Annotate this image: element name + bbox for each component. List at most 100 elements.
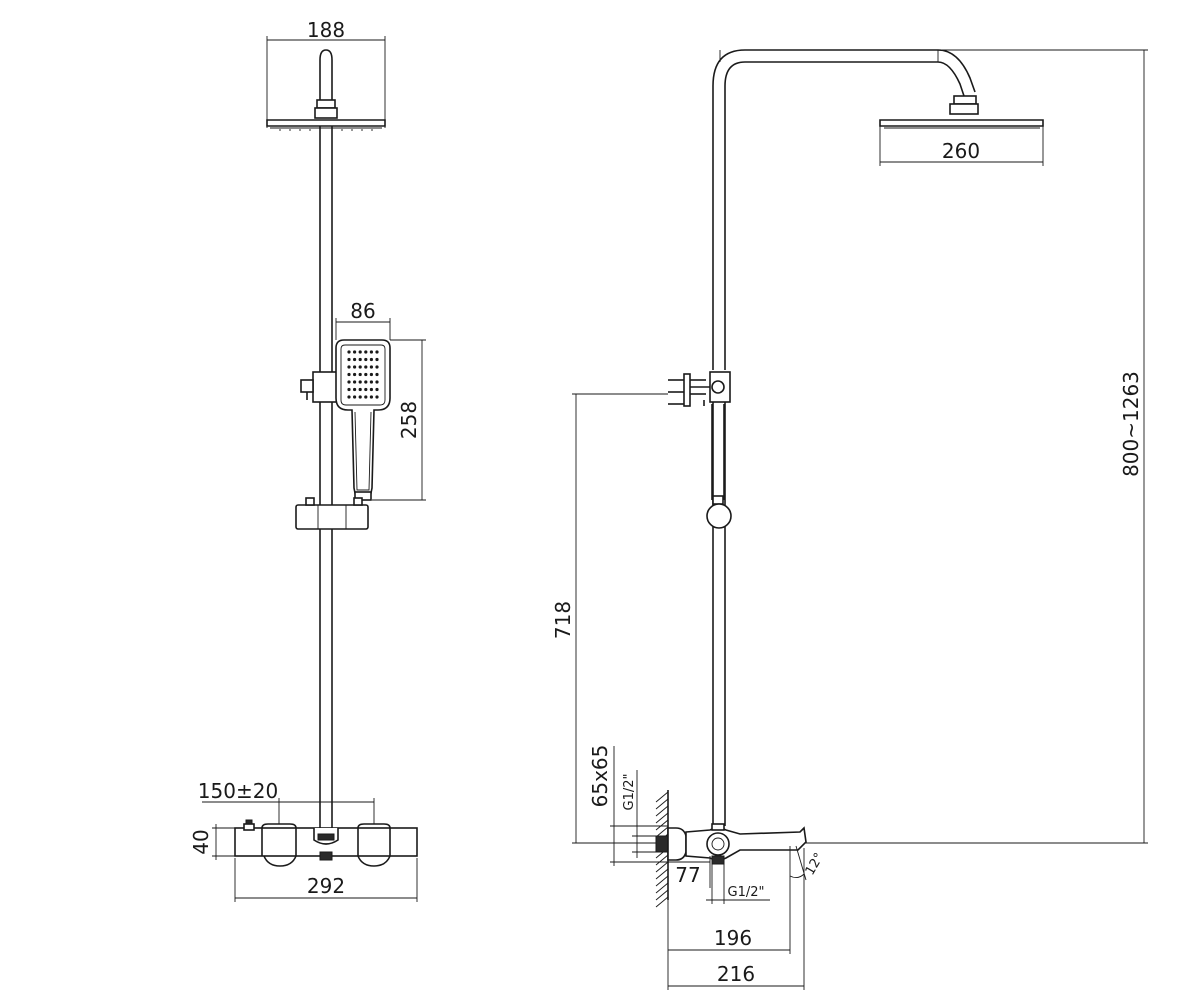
nozzle-dot bbox=[375, 395, 379, 399]
nozzle-dot bbox=[358, 372, 362, 377]
dim-thread-bottom: G1/2" bbox=[706, 864, 770, 904]
nozzle-dot bbox=[369, 365, 373, 369]
dim-flange-label: 65x65 bbox=[588, 745, 612, 808]
dim-body-width: 292 bbox=[234, 858, 418, 902]
hatch-line bbox=[655, 798, 669, 810]
nozzle-dot bbox=[358, 350, 362, 354]
dim-hand-width-label: 86 bbox=[350, 299, 375, 323]
side-overhead-arm bbox=[712, 49, 976, 370]
nozzle-dot bbox=[358, 380, 362, 384]
nozzle-dot bbox=[347, 357, 351, 362]
hatch-line bbox=[655, 889, 669, 901]
nozzle-dot bbox=[369, 357, 373, 362]
dim-spout-reach-label: 196 bbox=[714, 926, 752, 950]
dim-hand-height-label: 258 bbox=[397, 401, 421, 439]
front-hand-shower bbox=[335, 339, 391, 501]
front-shower-head bbox=[266, 49, 386, 131]
dim-inlet-spacing: 150±20 bbox=[198, 779, 375, 824]
nozzle-dot bbox=[353, 387, 357, 392]
nozzle-dot bbox=[364, 380, 368, 384]
nozzle-dot bbox=[369, 372, 373, 377]
hatch-line bbox=[655, 791, 669, 803]
dim-body-height: 40 bbox=[189, 824, 235, 860]
front-hand-holder bbox=[300, 371, 340, 403]
dim-total-height: 800~1263 bbox=[800, 49, 1148, 844]
dim-wall-offset-label: 77 bbox=[675, 863, 700, 887]
dim-head-width-label: 188 bbox=[307, 18, 345, 42]
side-shower-head: 260 bbox=[879, 95, 1044, 166]
hatch-line bbox=[655, 861, 669, 873]
nozzle-dot bbox=[364, 365, 368, 369]
hand-shower-nozzles bbox=[347, 350, 379, 399]
nozzle-dot bbox=[347, 350, 351, 354]
nozzle-dot bbox=[375, 357, 379, 362]
nozzle-dot bbox=[375, 365, 379, 369]
nozzle-dot bbox=[353, 380, 357, 384]
nozzle-dot bbox=[347, 380, 351, 384]
nozzle-dot bbox=[353, 365, 357, 369]
side-rail bbox=[712, 400, 726, 826]
nozzle-dot bbox=[353, 350, 357, 354]
hatch-line bbox=[655, 805, 669, 817]
nozzle-dot bbox=[369, 395, 373, 399]
nozzle-dot bbox=[364, 350, 368, 354]
nozzle-dot bbox=[364, 395, 368, 399]
dim-hand-height: 258 bbox=[372, 339, 426, 501]
nozzle-dot bbox=[375, 380, 379, 384]
nozzle-dot bbox=[358, 365, 362, 369]
dim-holder-height: 718 bbox=[551, 393, 668, 844]
nozzle-dot bbox=[369, 380, 373, 384]
nozzle-dot bbox=[353, 357, 357, 362]
dim-spout-reach: 196 bbox=[667, 886, 791, 990]
hatch-line bbox=[655, 882, 669, 894]
hatch-line bbox=[655, 868, 669, 880]
nozzle-dot bbox=[364, 357, 368, 362]
nozzle-dot bbox=[369, 387, 373, 392]
nozzle-dot bbox=[347, 365, 351, 369]
dim-holder-height-label: 718 bbox=[551, 601, 575, 639]
dim-spout-angle-label: 12° bbox=[803, 851, 828, 878]
dim-total-depth-label: 216 bbox=[717, 962, 755, 986]
hatch-line bbox=[655, 875, 669, 887]
nozzle-dot bbox=[375, 350, 379, 354]
dim-total-depth: 216 bbox=[668, 848, 805, 990]
nozzle-dot bbox=[358, 387, 362, 392]
dim-inlet-spacing-label: 150±20 bbox=[198, 779, 278, 803]
dim-spout-angle: 12° bbox=[789, 845, 828, 886]
nozzle-dot bbox=[375, 372, 379, 377]
nozzle-dot bbox=[369, 350, 373, 354]
hatch-line bbox=[655, 826, 669, 838]
nozzle-dot bbox=[353, 395, 357, 399]
side-holder bbox=[668, 371, 731, 407]
nozzle-dot bbox=[358, 395, 362, 399]
side-mixer bbox=[655, 823, 807, 865]
dim-flange: 65x65 bbox=[588, 745, 668, 866]
dim-body-height-label: 40 bbox=[189, 829, 213, 854]
front-mixer bbox=[234, 819, 418, 867]
hatch-line bbox=[655, 819, 669, 831]
dim-body-width-label: 292 bbox=[307, 874, 345, 898]
dim-head-diameter-label: 260 bbox=[942, 139, 980, 163]
hatch-line bbox=[655, 854, 669, 866]
nozzle-dot bbox=[364, 387, 368, 392]
front-rail bbox=[319, 126, 333, 830]
hatch-line bbox=[655, 812, 669, 824]
nozzle-dot bbox=[347, 372, 351, 377]
dim-hand-width: 86 bbox=[335, 299, 391, 340]
side-view: 260 800~1263 bbox=[551, 49, 1148, 990]
side-slider bbox=[706, 503, 732, 529]
front-slider bbox=[295, 497, 369, 530]
dim-thread-bottom-label: G1/2" bbox=[728, 885, 765, 900]
hatch-line bbox=[655, 896, 669, 908]
front-view: 188 bbox=[189, 18, 426, 902]
nozzle-dot bbox=[347, 387, 351, 392]
nozzle-dot bbox=[347, 395, 351, 399]
dim-thread-wall-label: G1/2" bbox=[622, 774, 637, 811]
nozzle-dot bbox=[375, 387, 379, 392]
nozzle-dot bbox=[358, 357, 362, 362]
nozzle-dot bbox=[353, 372, 357, 377]
nozzle-dot bbox=[364, 372, 368, 377]
dim-wall-offset: 77 bbox=[662, 856, 711, 888]
dim-head-width: 188 bbox=[266, 18, 386, 128]
